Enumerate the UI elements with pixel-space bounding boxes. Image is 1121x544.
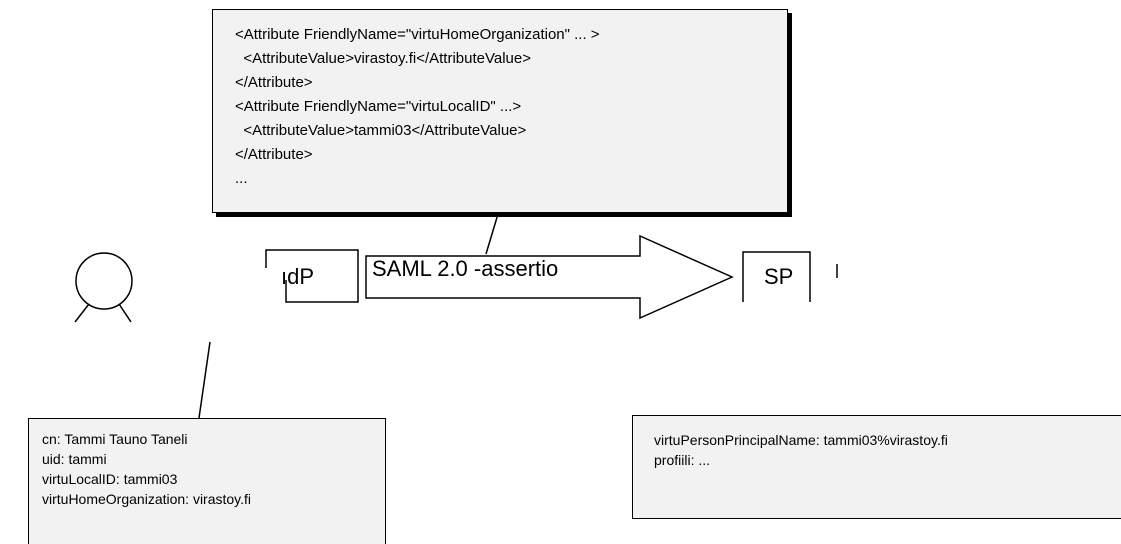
connector-user-to-attributes <box>198 341 211 419</box>
xml-line: <AttributeValue>tammi03</AttributeValue> <box>235 122 527 139</box>
sp-bracket <box>742 251 838 302</box>
xml-line: ... <box>235 170 248 187</box>
saml-attribute-xml-box: <Attribute FriendlyName="virtuHomeOrgani… <box>212 9 788 213</box>
assertion-arrow <box>365 234 734 320</box>
user-attributes-box: cn: Tammi Tauno Taneli uid: tammi virtuL… <box>28 418 386 544</box>
xml-line: <Attribute FriendlyName="virtuLocalID" .… <box>235 98 522 115</box>
connector-assertion-to-xml <box>485 213 499 255</box>
attribute-line: virtuHomeOrganization: virastoy.fi <box>42 491 252 507</box>
idp-bracket <box>265 249 359 303</box>
xml-line: </Attribute> <box>235 146 313 163</box>
sp-attribute-line: virtuPersonPrincipalName: tammi03%virast… <box>654 432 948 448</box>
xml-line: </Attribute> <box>235 74 313 91</box>
attribute-line: uid: tammi <box>42 451 107 467</box>
sp-attribute-line: profiili: ... <box>654 452 711 468</box>
idp-label: ıdP <box>281 264 315 289</box>
xml-line: <Attribute FriendlyName="virtuHomeOrgani… <box>235 26 600 43</box>
attribute-line: virtuLocalID: tammi03 <box>42 471 178 487</box>
attribute-line: cn: Tammi Tauno Taneli <box>42 431 188 447</box>
xml-line: <AttributeValue>virastoy.fi</AttributeVa… <box>235 50 532 67</box>
sp-label: SP <box>764 264 794 289</box>
sp-attributes-box: virtuPersonPrincipalName: tammi03%virast… <box>632 415 1121 519</box>
user-icon <box>74 252 133 323</box>
assertion-label: SAML 2.0 -assertio <box>372 256 559 281</box>
